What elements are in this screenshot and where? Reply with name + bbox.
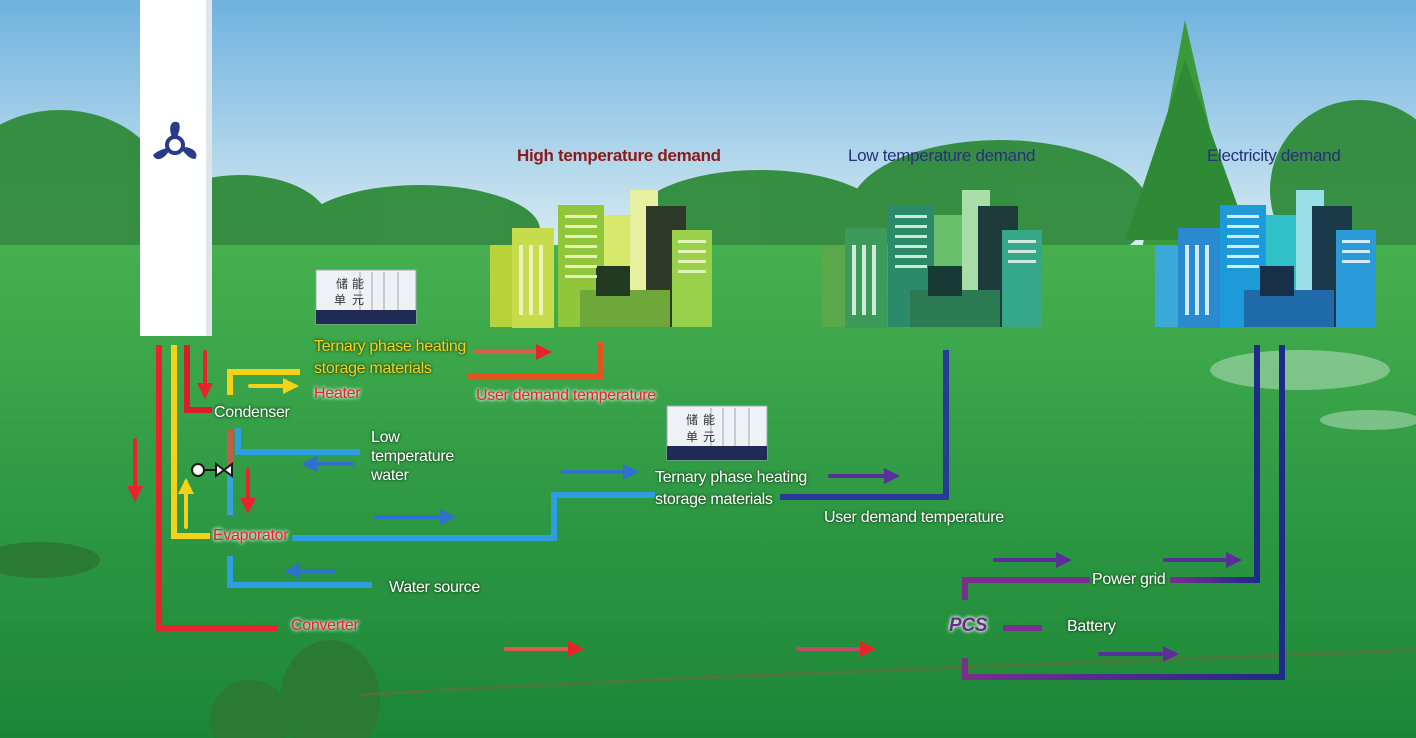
low-temp-water-line1: Low <box>371 429 400 446</box>
storage-char: 储 <box>336 277 348 291</box>
storage-char: 元 <box>703 430 715 444</box>
ternary-storage-mid-line2: storage materials <box>655 491 773 508</box>
low-temp-demand-title: Low temperature demand <box>848 146 1036 165</box>
battery-label: Battery <box>1067 618 1116 635</box>
storage-char: 储 <box>686 413 698 427</box>
valve-icon <box>191 462 233 478</box>
storage-unit-icon <box>315 269 417 325</box>
ternary-storage-top-line2: storage materials <box>314 360 432 377</box>
user-demand-temperature-top: User demand temperature <box>476 387 656 404</box>
user-demand-temperature-mid: User demand temperature <box>824 509 1004 526</box>
storage-char: 能 <box>703 413 715 427</box>
storage-char: 元 <box>352 293 364 307</box>
high-temp-city-icon <box>490 190 712 328</box>
low-temp-city-icon <box>822 190 1042 328</box>
storage-char: 能 <box>352 277 364 291</box>
low-temp-water-line2: temperature <box>371 448 454 465</box>
evaporator-label: Evaporator <box>213 527 289 544</box>
low-temp-water-line3: water <box>371 467 409 484</box>
converter-label: Converter <box>291 617 359 634</box>
high-temp-demand-title: High temperature demand <box>517 146 721 165</box>
storage-char: 单 <box>686 430 698 444</box>
water-source-label: Water source <box>389 579 480 596</box>
electricity-city-icon <box>1155 190 1376 328</box>
pcs-label: PCS <box>949 615 988 636</box>
electricity-demand-title: Electricity demand <box>1207 146 1341 165</box>
turbine-tower <box>140 0 212 336</box>
storage-unit-icon <box>666 405 768 461</box>
wind-turbine-icon <box>153 121 197 160</box>
power-grid-label: Power grid <box>1092 571 1166 588</box>
ternary-storage-top-line1: Ternary phase heating <box>314 338 467 355</box>
ternary-storage-mid-line1: Ternary phase heating <box>655 469 808 486</box>
heater-label: Heater <box>314 385 361 402</box>
storage-char: 单 <box>334 293 346 307</box>
condenser-label: Condenser <box>214 404 290 421</box>
